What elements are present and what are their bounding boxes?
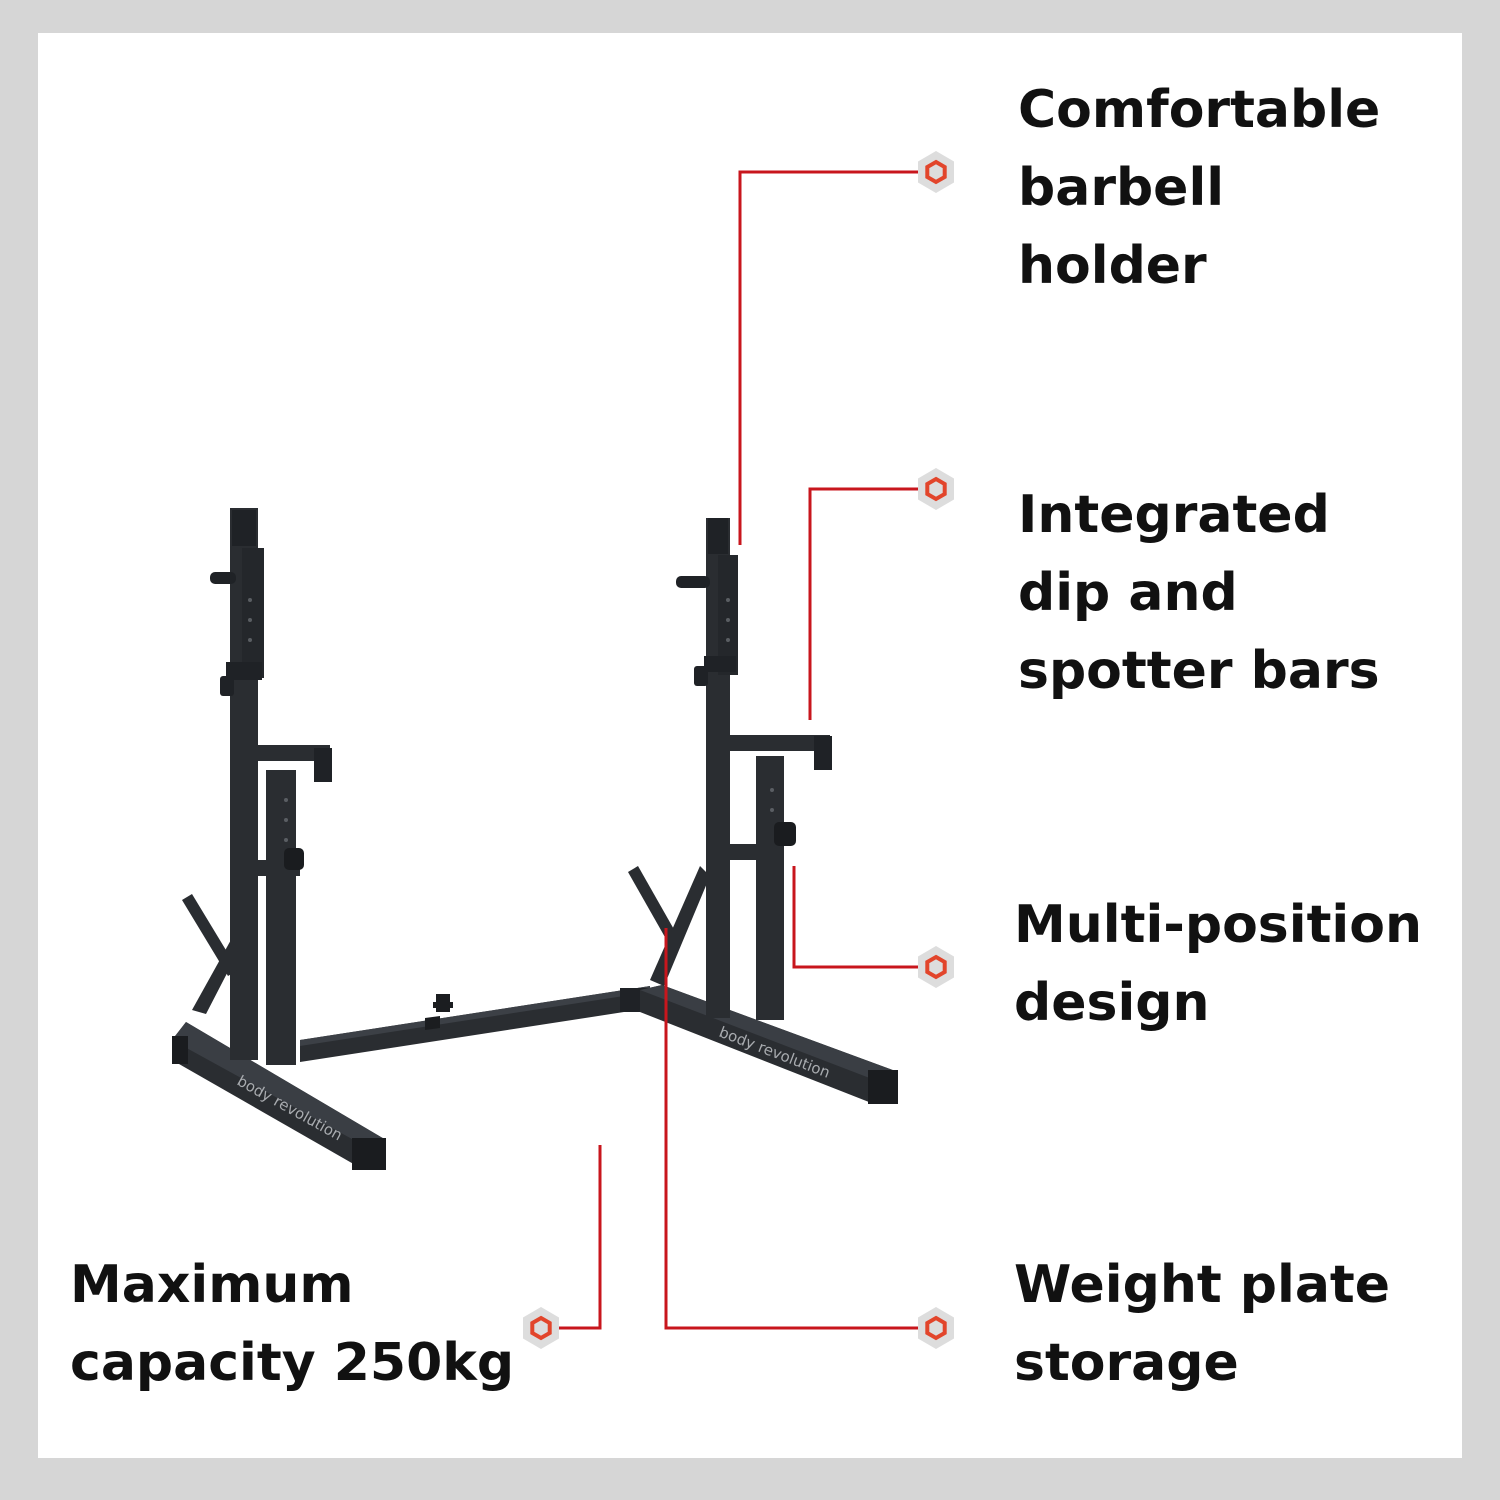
callout-line-position [792,866,918,969]
feature-dip-spotter-bars: Integrated dip and spotter bars [1018,485,1380,701]
feature-max-capacity: Maximum capacity 250kg [70,1255,515,1393]
callout-line-barbell [738,170,918,545]
callout-line-storage [664,928,918,1330]
squat-rack-image [172,508,898,1170]
callout-line-capacity [558,1145,602,1330]
feature-weight-plate-storage: Weight plate storage [1014,1255,1391,1393]
callout-lines [558,170,918,1330]
hexagon-marker-position [918,946,954,988]
hexagon-marker-dip [918,468,954,510]
hexagon-marker-barbell [918,151,954,193]
callout-line-dip [808,487,918,720]
hexagon-marker-storage [918,1307,954,1349]
feature-multi-position: Multi-position design [1014,895,1423,1033]
feature-barbell-holder: Comfortable barbell holder [1018,80,1381,296]
hexagon-marker-capacity [523,1307,559,1349]
